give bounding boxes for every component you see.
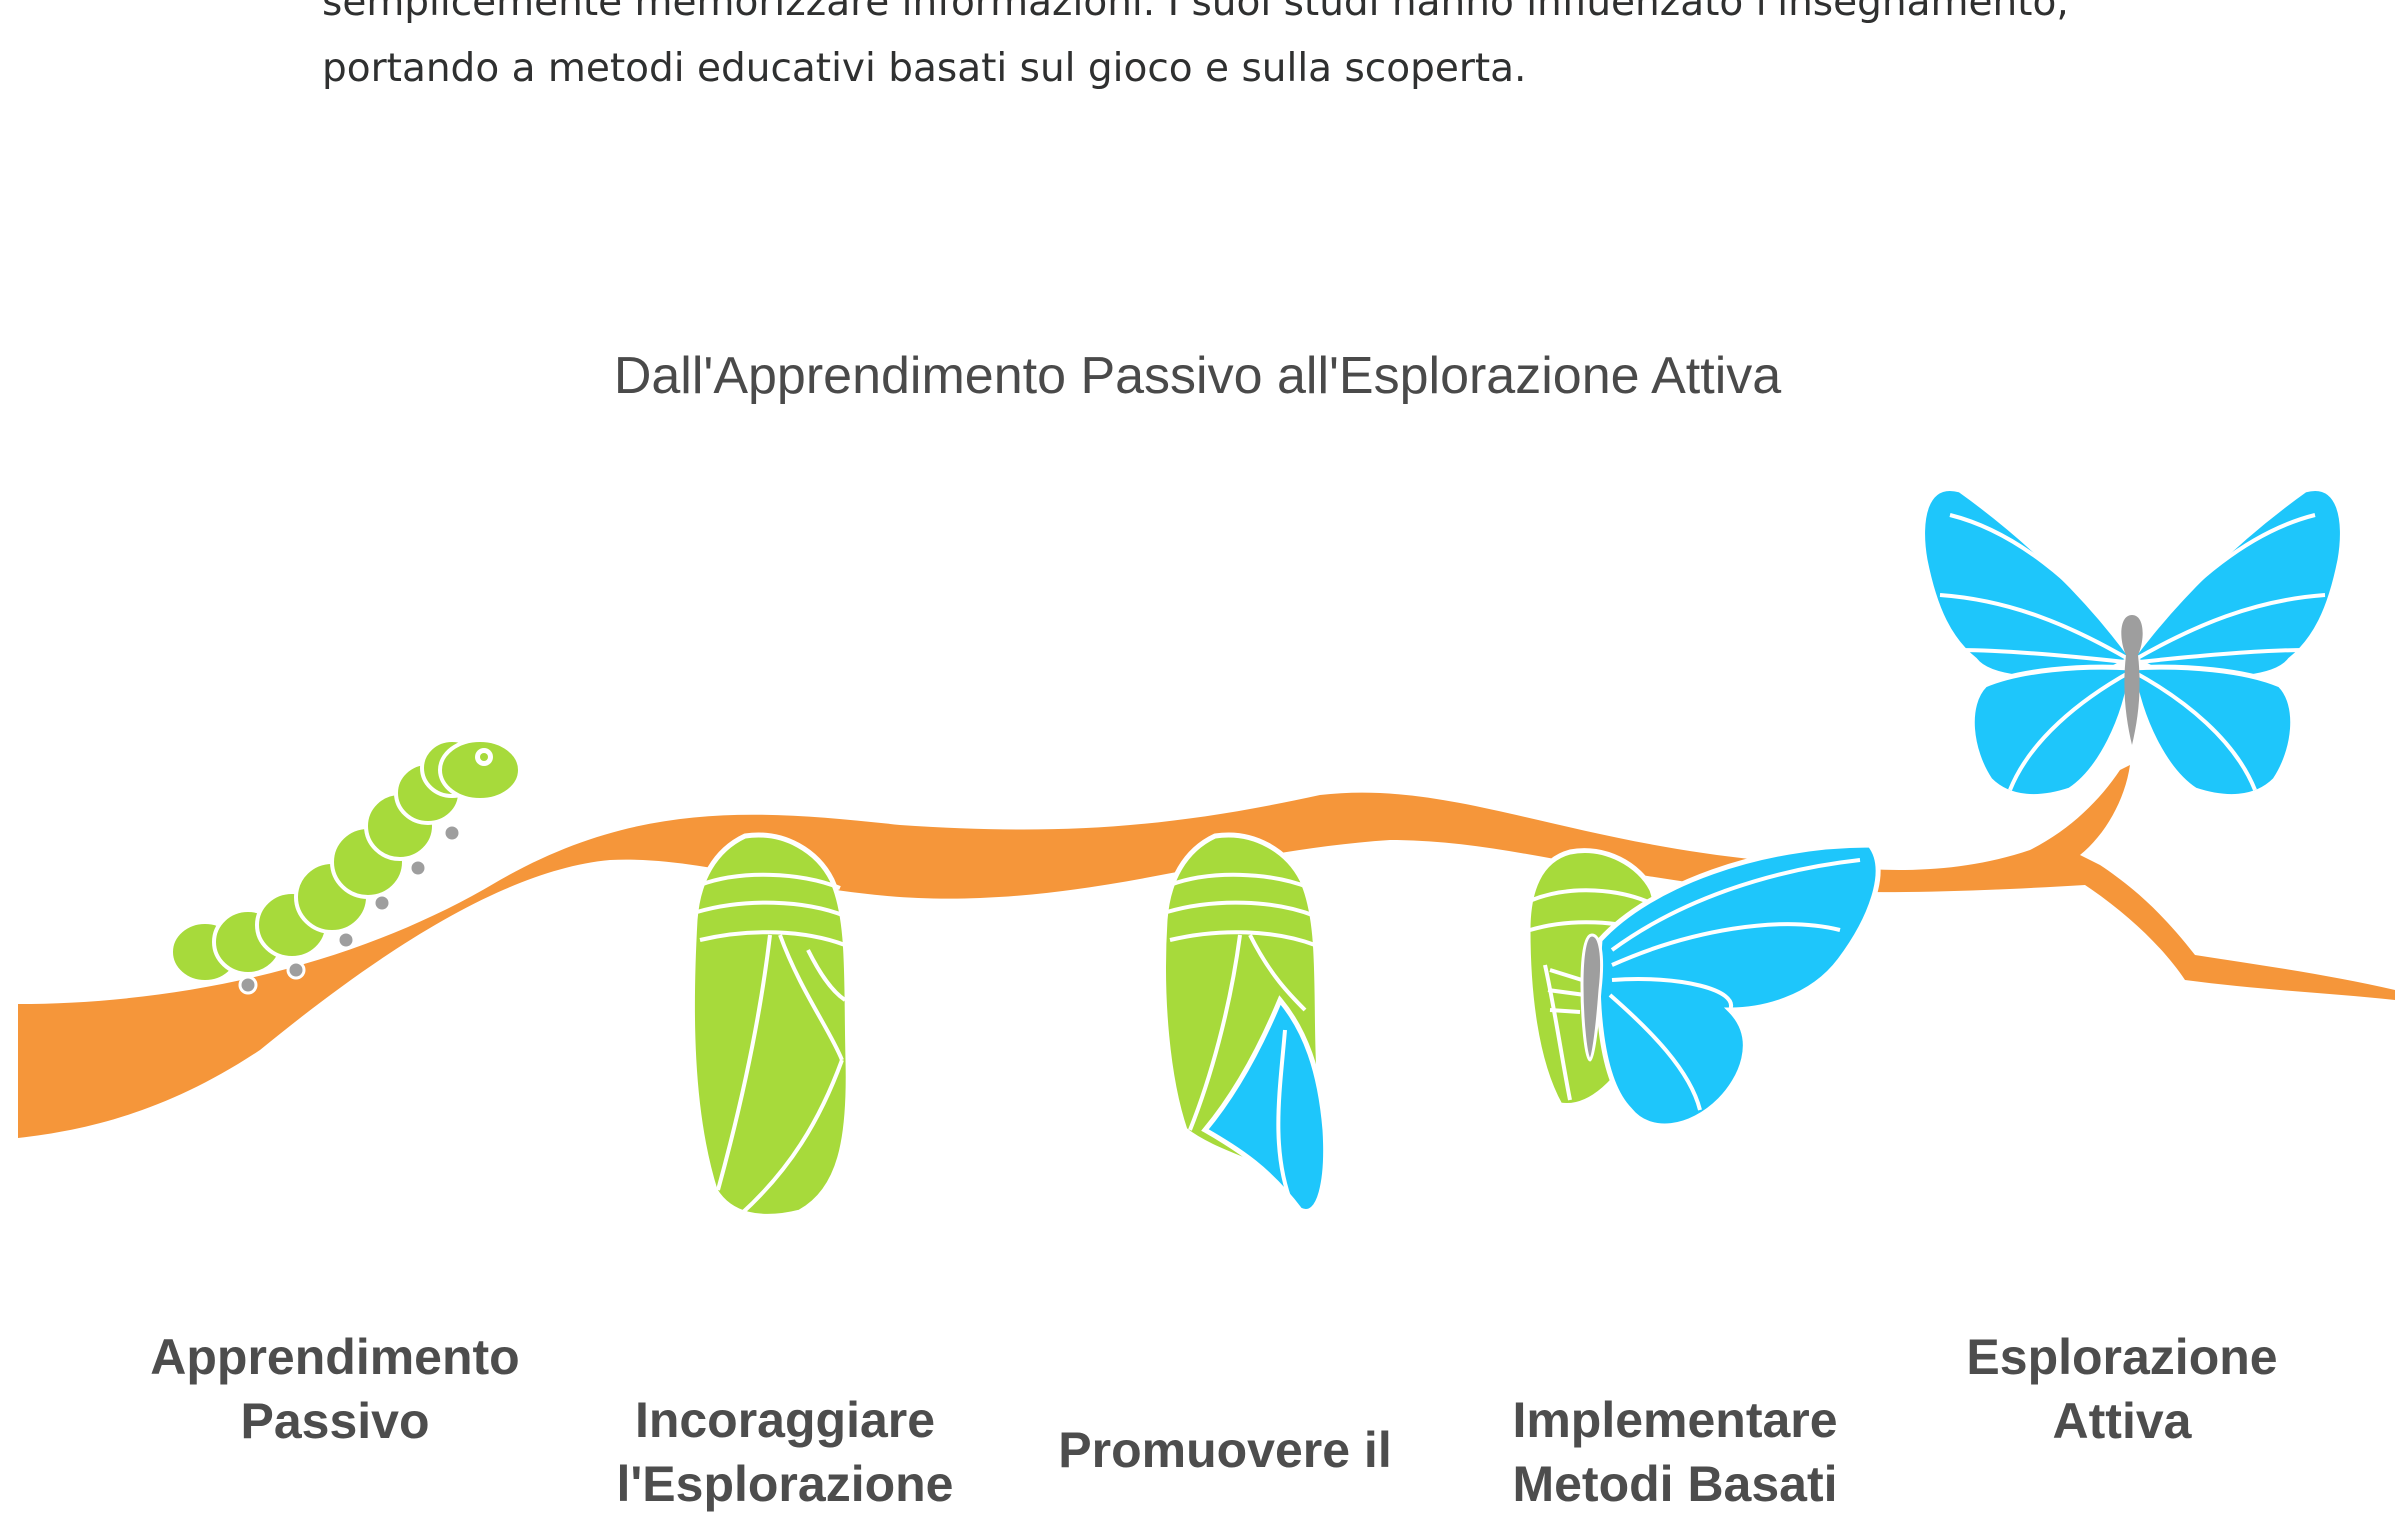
branch xyxy=(18,765,2395,1138)
intro-line-1: semplicemente memorizzare informazioni. … xyxy=(322,0,2069,25)
stage-label-4: Implementare Metodi Basati xyxy=(1455,1388,1895,1516)
stage-label-5-line-2: Attiva xyxy=(2052,1393,2192,1449)
intro-paragraph: semplicemente memorizzare informazioni. … xyxy=(322,0,2102,102)
stage-label-3: Promuovere il xyxy=(1005,1418,1445,1482)
caterpillar-icon xyxy=(169,738,522,995)
stage-label-5-line-1: Esplorazione xyxy=(1966,1329,2278,1385)
stage-label-1-line-2: Passivo xyxy=(240,1393,430,1449)
diagram-title: Dall'Apprendimento Passivo all'Esplorazi… xyxy=(613,347,1782,405)
metamorphosis-illustration xyxy=(18,485,2395,1219)
chrysalis-icon-2 xyxy=(1161,832,1329,1214)
chrysalis-icon-1 xyxy=(689,832,851,1219)
emerging-butterfly-icon xyxy=(1525,842,1881,1129)
stage-label-2: Incoraggiare l'Esplorazione xyxy=(565,1388,1005,1516)
butterfly-icon xyxy=(1920,485,2345,800)
stage-label-4-line-2: Metodi Basati xyxy=(1512,1456,1838,1512)
stage-label-3-line-1: Promuovere il xyxy=(1058,1422,1392,1478)
stage-label-2-line-2: l'Esplorazione xyxy=(616,1456,954,1512)
stage-label-2-line-1: Incoraggiare xyxy=(634,1392,936,1448)
stage-label-1: Apprendimento Passivo xyxy=(115,1325,555,1453)
stage-label-4-line-1: Implementare xyxy=(1512,1392,1838,1448)
intro-line-2: portando a metodi educativi basati sul g… xyxy=(322,46,1527,91)
stage-label-1-line-1: Apprendimento xyxy=(150,1329,520,1385)
stage-label-5: Esplorazione Attiva xyxy=(1902,1325,2342,1453)
